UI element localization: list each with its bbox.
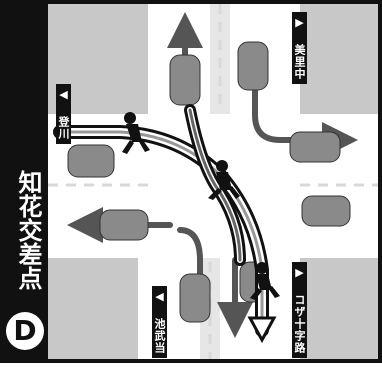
cars	[67, 41, 351, 323]
pedestrian-1	[122, 112, 150, 154]
car-north-2	[237, 41, 269, 91]
label-east: ▶ コザ十字路	[292, 262, 307, 358]
direction-arrow-icon: ▶	[293, 16, 306, 30]
car-west-2	[99, 209, 149, 241]
direction-arrow-icon: ▶	[293, 266, 306, 280]
label-southwest-text: 池武当	[153, 318, 166, 354]
panel-letter-badge: D	[6, 312, 44, 350]
label-west-text: 登川	[57, 116, 70, 140]
label-northeast: ▶ 美里中	[292, 12, 307, 84]
block-northeast	[300, 4, 378, 114]
car-east-2	[301, 195, 351, 227]
intersection-title: 知花交差点	[14, 170, 42, 290]
lane-markings	[48, 4, 378, 359]
pedestrian-3	[250, 262, 280, 300]
car-west-1	[67, 144, 115, 178]
arrow-south-stem	[177, 227, 203, 303]
label-east-text: コザ十字路	[293, 294, 306, 354]
block-southwest	[48, 258, 138, 359]
car-north-1	[169, 54, 201, 106]
direction-arrow-icon: ◀	[57, 88, 70, 102]
label-southwest: ◀ 池武当	[152, 286, 167, 358]
pedestrian-2	[208, 160, 240, 200]
car-south-1	[179, 273, 211, 323]
block-southeast	[300, 258, 378, 359]
car-east-1	[289, 131, 341, 163]
arrow-east	[252, 67, 358, 158]
direction-arrow-icon: ◀	[153, 290, 166, 304]
label-northeast-text: 美里中	[293, 44, 306, 80]
pedestrians	[122, 112, 280, 300]
route-arrowheads	[247, 316, 277, 344]
route-center-2	[188, 108, 242, 262]
label-west: ◀ 登川	[56, 84, 71, 144]
route-arrowhead-south	[247, 316, 277, 344]
